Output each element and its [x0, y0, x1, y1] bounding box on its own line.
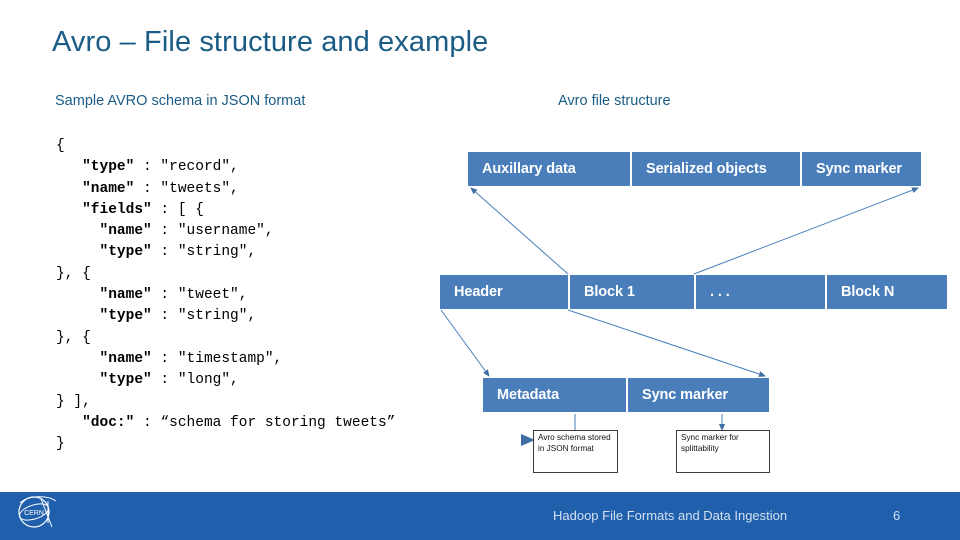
code-line: "name" : "tweet", — [99, 287, 248, 304]
footer-bar — [0, 492, 960, 540]
diagram-cell-serialized-objects: Serialized objects — [630, 152, 800, 186]
diagram-cell-sync-marker-bottom: Sync marker — [626, 378, 769, 412]
svg-text:CERN: CERN — [24, 510, 44, 517]
diagram-cell-block-n: Block N — [825, 275, 947, 309]
code-line: } ], — [56, 393, 91, 410]
diagram-cell-sync-marker-top: Sync marker — [800, 152, 921, 186]
code-key: "doc:" — [82, 414, 135, 431]
note-sync-marker-splittability: Sync marker for splittability — [676, 430, 770, 473]
code-key: "name" — [82, 180, 135, 197]
note-avro-schema-json: Avro schema stored in JSON format — [533, 430, 618, 473]
diagram-cell-header: Header — [440, 275, 568, 309]
code-key: "type" — [82, 159, 135, 176]
code-line: "type" : "string", — [99, 308, 257, 325]
arrow-block1-to-aux — [470, 187, 569, 275]
footer-title: Hadoop File Formats and Data Ingestion — [553, 508, 788, 523]
diagram-cell-ellipsis: . . . — [694, 275, 825, 309]
code-line: }, { — [56, 265, 91, 282]
code-line: "type" : "record", — [82, 159, 239, 176]
section-heading-schema: Sample AVRO schema in JSON format — [55, 93, 306, 109]
arrow-header-to-syncmarker — [567, 309, 766, 377]
code-line: "name" : "username", — [99, 223, 274, 240]
code-line: "name" : "timestamp", — [99, 350, 283, 367]
code-key: "type" — [99, 308, 152, 325]
code-line: "type" : "string", — [99, 244, 257, 261]
code-line: "doc:" : “schema for storing tweets” — [82, 414, 396, 431]
code-line: "name" : "tweets", — [82, 180, 239, 197]
diagram-cell-metadata: Metadata — [483, 378, 626, 412]
arrow-header-to-metadata — [440, 309, 490, 377]
code-key: "name" — [99, 287, 152, 304]
code-key: "name" — [99, 223, 152, 240]
code-line: } — [56, 436, 65, 453]
code-key: "type" — [99, 372, 152, 389]
diagram-cell-auxillary-data: Auxillary data — [468, 152, 630, 186]
code-key: "name" — [99, 350, 152, 367]
code-line: }, { — [56, 329, 91, 346]
code-key: "type" — [99, 244, 152, 261]
page-number: 6 — [893, 508, 901, 523]
diagram-cell-block-1: Block 1 — [568, 275, 694, 309]
cern-logo: CERN — [8, 489, 70, 537]
avro-schema-code: { "type" : "record", "name" : "tweets", … — [56, 136, 395, 455]
code-line: "fields" : [ { — [82, 201, 204, 218]
code-line: { — [56, 138, 65, 154]
section-heading-file-structure: Avro file structure — [558, 93, 671, 109]
code-key: "fields" — [82, 201, 152, 218]
page-title: Avro – File structure and example — [52, 26, 489, 58]
code-line: "type" : "long", — [99, 372, 239, 389]
arrow-block1-to-syncmarker — [693, 187, 919, 275]
